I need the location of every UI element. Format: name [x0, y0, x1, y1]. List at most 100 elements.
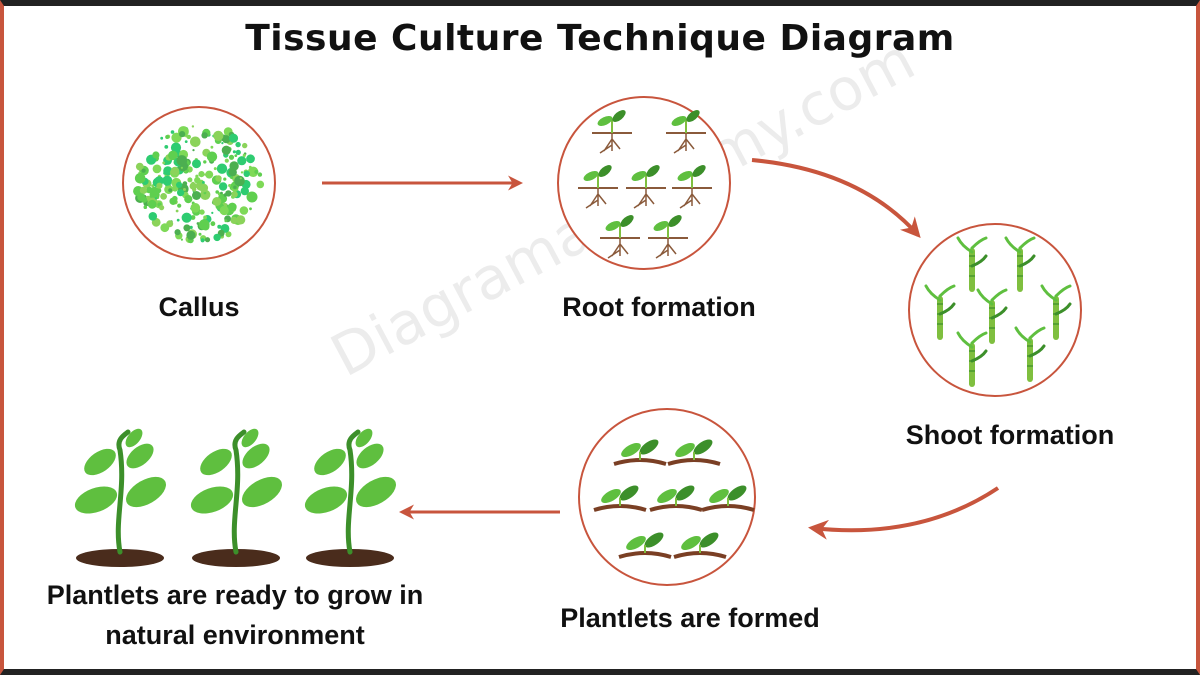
- callus-cell: [177, 189, 185, 197]
- callus-cell: [192, 149, 195, 152]
- callus-cell: [236, 215, 246, 225]
- page-title: Tissue Culture Technique Diagram: [245, 18, 955, 59]
- callus-cell: [192, 159, 201, 169]
- callus-cell: [165, 135, 170, 139]
- callus-cell: [162, 161, 166, 165]
- callus-cell: [210, 221, 216, 227]
- plantlet: [673, 532, 727, 559]
- callus-cell: [198, 232, 202, 236]
- shoot-stem: [956, 236, 988, 292]
- callus-cell: [181, 212, 192, 223]
- callus-cell: [230, 176, 234, 180]
- callus-cell: [199, 183, 209, 193]
- shoot-stem: [976, 288, 1008, 344]
- callus-cell: [231, 191, 237, 197]
- callus-cell: [164, 145, 169, 149]
- callus-cell: [200, 238, 205, 243]
- callus-cell: [170, 166, 180, 176]
- callus-cell: [213, 167, 217, 171]
- callus-cell: [162, 175, 173, 186]
- callus-cell: [154, 197, 157, 200]
- callus-cell: [147, 199, 157, 209]
- callus-cell: [204, 173, 207, 176]
- root-sprout: [666, 110, 706, 154]
- callus-cell: [184, 140, 188, 144]
- ready-plant: [190, 428, 282, 567]
- callus-cell: [213, 130, 224, 141]
- callus-cell: [204, 237, 211, 243]
- callus-cell: [211, 211, 214, 214]
- callus-cell: [230, 216, 238, 224]
- callus-cell: [191, 125, 195, 128]
- callus-cell: [233, 185, 237, 189]
- callus-cell: [203, 160, 207, 164]
- callus-cell: [190, 203, 201, 213]
- root-formation-sprouts: [578, 110, 712, 259]
- shoot-stem: [924, 284, 956, 340]
- callus-cell: [184, 195, 193, 204]
- plantlet: [701, 485, 755, 512]
- callus-cell: [137, 193, 146, 202]
- callus-cell: [213, 233, 221, 242]
- callus-cell: [239, 206, 249, 215]
- callus-cell: [223, 193, 227, 197]
- callus-label: Callus: [158, 292, 240, 322]
- plantlet: [618, 532, 672, 559]
- plantlets-formed-label: Plantlets are formed: [560, 603, 820, 633]
- callus-cell: [183, 224, 191, 232]
- ready-plant: [74, 428, 166, 567]
- callus-cell: [176, 218, 180, 222]
- shoot-formation-label: Shoot formation: [905, 420, 1115, 450]
- callus-cell: [179, 131, 186, 138]
- callus-cell: [190, 215, 196, 220]
- callus-cell: [148, 212, 158, 221]
- root-sprout: [592, 110, 632, 154]
- callus-cell: [218, 182, 228, 191]
- ready-label-line2: natural environment: [105, 620, 365, 650]
- callus-cell: [176, 155, 188, 166]
- ready-plant: [304, 428, 396, 567]
- callus-cell: [180, 238, 183, 241]
- callus-cell: [246, 154, 255, 164]
- callus-cell: [224, 158, 229, 163]
- callus-cell: [194, 177, 201, 184]
- callus-cell: [160, 223, 170, 233]
- callus-cell: [225, 231, 232, 238]
- callus-cell: [146, 186, 153, 194]
- callus-cell: [248, 165, 252, 169]
- callus-cell: [199, 209, 205, 215]
- root-formation-circle: [557, 96, 731, 270]
- arrow-root-to-shoot: [751, 158, 921, 238]
- callus-cell: [183, 188, 186, 191]
- callus-cell: [186, 230, 196, 240]
- callus-cell: [239, 177, 242, 180]
- callus-cell: [237, 156, 247, 166]
- root-formation-label: Root formation: [562, 292, 756, 322]
- callus-cell: [150, 186, 159, 195]
- callus-cell: [156, 182, 163, 189]
- callus-cell: [168, 150, 178, 161]
- root-sprout: [626, 165, 666, 209]
- callus-cell: [154, 176, 164, 186]
- callus-cell: [232, 150, 236, 154]
- shoot-formation-stems: [924, 236, 1072, 387]
- callus-cell: [152, 151, 160, 159]
- ready-plants-group: [74, 428, 396, 567]
- callus-cell: [217, 224, 222, 229]
- callus-cell: [257, 172, 263, 177]
- arrow-shoot-to-plantlets: [808, 486, 1000, 540]
- callus-cell: [228, 168, 237, 177]
- callus-cell: [215, 190, 219, 194]
- plantlet: [649, 485, 703, 512]
- callus-cell: [227, 202, 237, 212]
- callus-cell: [246, 191, 258, 203]
- shoot-stem: [1040, 284, 1072, 340]
- callus-cell: [192, 191, 201, 200]
- callus-cell: [160, 193, 168, 200]
- callus-cell: [205, 170, 214, 179]
- callus-cell: [187, 177, 193, 183]
- callus-cell: [141, 168, 146, 173]
- callus-cell: [215, 175, 222, 182]
- root-sprout: [600, 215, 640, 259]
- root-sprout: [648, 215, 688, 259]
